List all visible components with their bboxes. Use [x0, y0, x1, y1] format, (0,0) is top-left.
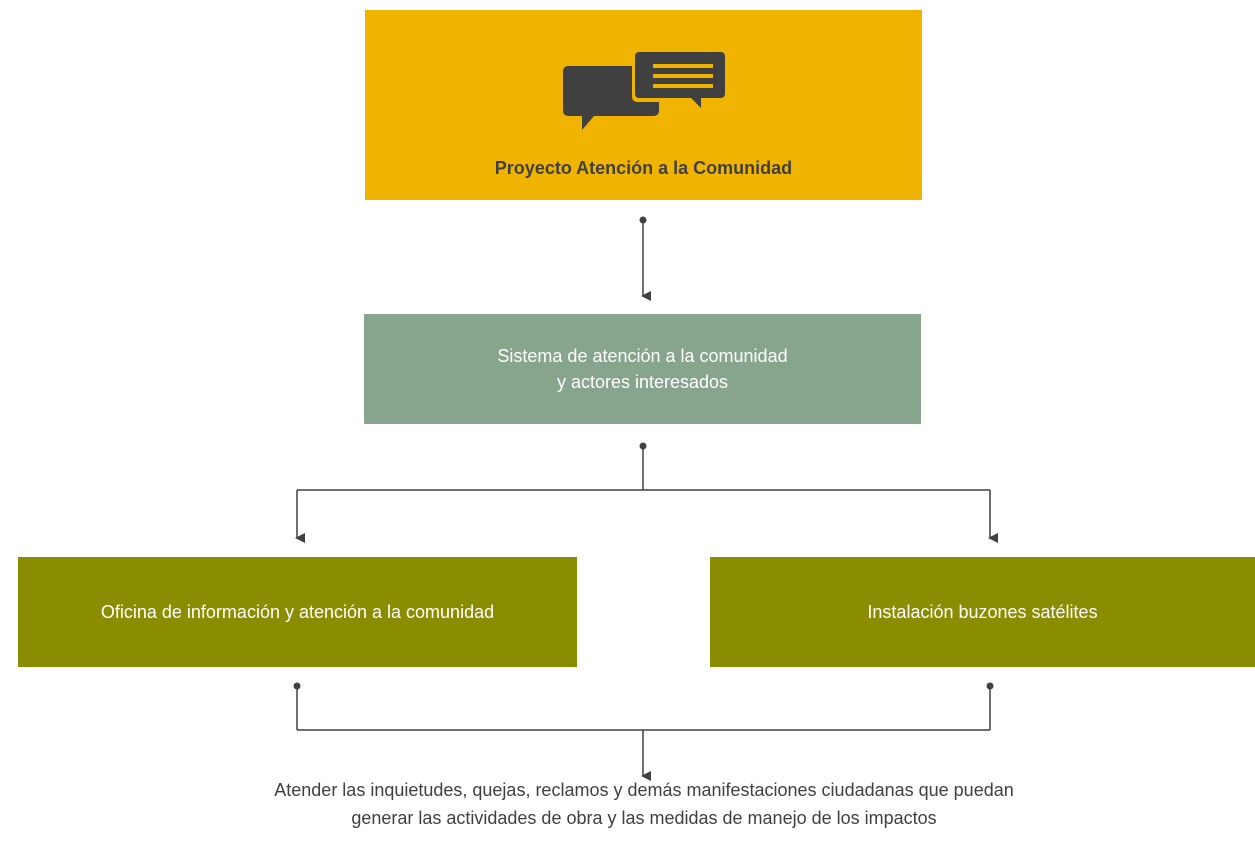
outcome-text: Atender las inquietudes, quejas, reclamo…: [100, 776, 1188, 832]
connector-dot-office: [293, 682, 301, 690]
connector-dot-project: [639, 216, 647, 224]
project-title: Proyecto Atención a la Comunidad: [494, 158, 793, 178]
connector-dot-system: [639, 442, 647, 450]
system-label-line1: Sistema de atención a la comunidad: [497, 346, 788, 366]
system-node: Sistema de atención a la comunidad y act…: [364, 314, 921, 424]
connector-dot-mailboxes: [986, 682, 994, 690]
outcome-line2: generar las actividades de obra y las me…: [351, 808, 937, 828]
mailboxes-node: Instalación buzones satélites: [710, 557, 1255, 667]
system-label-line2: y actores interesados: [556, 372, 729, 392]
project-node: Proyecto Atención a la Comunidad: [365, 10, 922, 200]
office-label: Oficina de información y atención a la c…: [100, 601, 495, 622]
mailboxes-label: Instalación buzones satélites: [867, 601, 1098, 622]
outcome-line1: Atender las inquietudes, quejas, reclamo…: [274, 780, 1014, 800]
chat-bubbles-icon: [562, 48, 728, 130]
office-node: Oficina de información y atención a la c…: [18, 557, 577, 667]
